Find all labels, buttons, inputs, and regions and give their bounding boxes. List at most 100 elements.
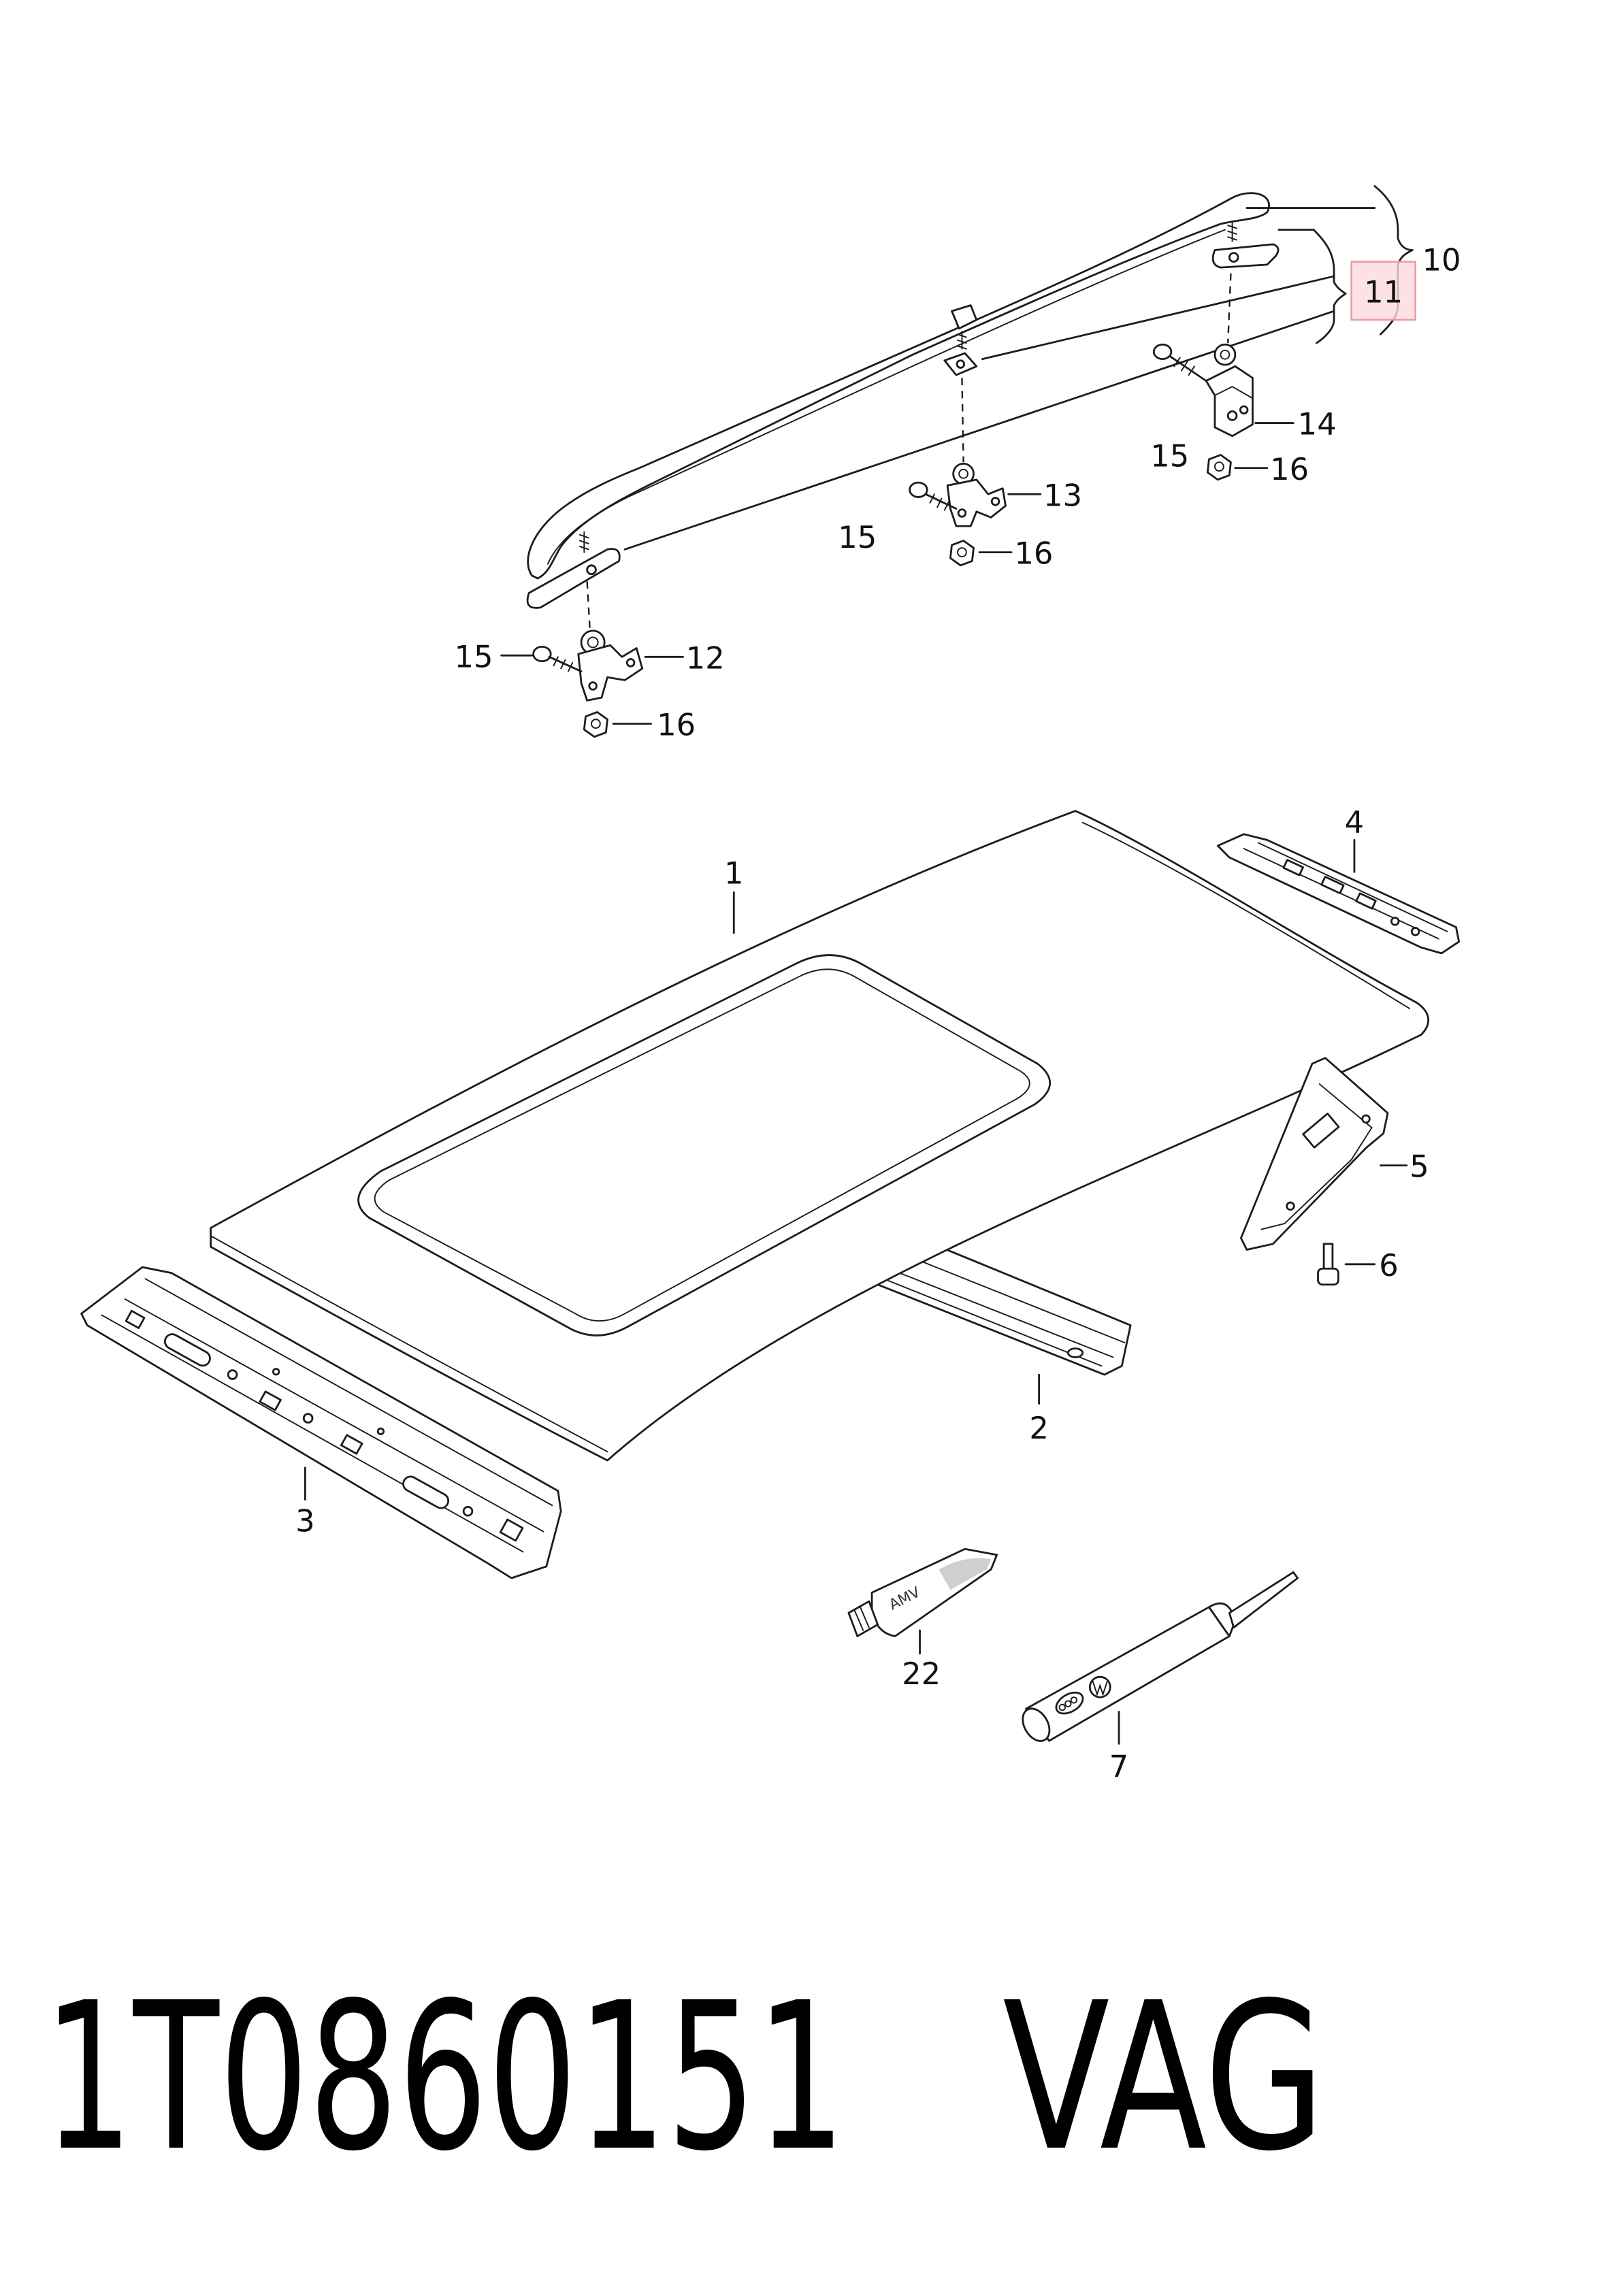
corner-bracket-hole-a	[1361, 1114, 1371, 1124]
part-6-bolt	[1317, 1243, 1376, 1286]
bracket-12	[577, 644, 644, 702]
bracket-12-assembly	[500, 629, 684, 738]
assembly-axes	[586, 273, 1232, 631]
callout-3: 3	[295, 1503, 315, 1539]
cartridge-rings-logo	[1055, 1691, 1084, 1715]
screw-15-left-shaft	[548, 655, 583, 673]
sunroof-opening-inner	[374, 968, 1030, 1322]
corner-bracket-hole-b	[1286, 1201, 1295, 1211]
bracket-12-top-nut-bore	[587, 636, 599, 649]
axis-middle	[961, 378, 964, 463]
brace-11	[1312, 229, 1347, 344]
nut-16-right	[1206, 454, 1232, 481]
nut-16-mid-bore	[957, 547, 967, 557]
screw-15-right-thread	[1173, 357, 1196, 376]
callout-14: 14	[1298, 406, 1337, 442]
part-22-adhesive-tube: AMV	[847, 1547, 998, 1655]
corner-bracket-pocket	[1302, 1113, 1340, 1149]
callout-11: 11	[1364, 274, 1403, 310]
front-member-tab-c	[340, 1434, 363, 1455]
side-rail-line-c	[883, 1278, 1103, 1367]
bracket-14	[1205, 365, 1254, 438]
roof-rail-middle-stud	[951, 304, 978, 330]
cartridge-end-cap	[1022, 1707, 1051, 1742]
screw-15-mid-thread	[929, 493, 950, 511]
front-member-tab-a	[125, 1309, 146, 1329]
bolt-shaft	[1322, 1243, 1334, 1271]
front-member-hole-d	[272, 1368, 280, 1376]
front-member-hole-b	[302, 1413, 314, 1424]
part-4-rear-cross-member	[1216, 833, 1461, 955]
callout-16-right: 16	[1270, 451, 1309, 487]
tube-cap	[847, 1600, 879, 1637]
callout-16-mid: 16	[1014, 536, 1053, 572]
front-member-rib-a	[101, 1314, 524, 1553]
bracket-14-edge	[1214, 386, 1254, 399]
cartridge-ring-a	[1058, 1703, 1066, 1711]
bracket-13-hole-b	[957, 508, 967, 518]
roof-rail	[527, 192, 1270, 580]
corner-bracket-inner	[1260, 1083, 1373, 1230]
corner-bracket-body	[1240, 1057, 1389, 1251]
rear-member-hole-b	[1410, 927, 1420, 936]
rail-studs	[579, 220, 1237, 553]
rear-member-slot-c	[1355, 892, 1377, 910]
screw-15-mid-head	[909, 481, 928, 498]
rear-member-flange	[1243, 848, 1439, 940]
part-5-corner-bracket	[1240, 1057, 1408, 1251]
pad-left-hole	[586, 564, 597, 576]
pad-right-hole	[1228, 252, 1239, 263]
screw-15-right-head	[1152, 343, 1173, 361]
roof-panel-front-edge	[211, 1236, 608, 1453]
roof-panel-outline	[210, 810, 1430, 1462]
bracket-14-assembly	[1152, 343, 1294, 481]
pad-left	[526, 548, 621, 609]
callout-15-left: 15	[455, 638, 493, 674]
pad-right	[1211, 243, 1280, 269]
axis-left	[586, 581, 591, 631]
front-member-rib-c	[124, 1298, 544, 1532]
front-member-tab-d	[499, 1518, 524, 1542]
bracket-13-top-nut-bore	[958, 468, 968, 479]
callout-15-mid: 15	[838, 519, 877, 555]
bracket-14-top-nut	[1213, 343, 1237, 366]
cartridge-ring-b	[1064, 1700, 1072, 1707]
callout-4: 4	[1345, 804, 1365, 840]
brand-name: VAG	[1003, 1960, 1325, 2196]
tube-cap-ring	[853, 1606, 870, 1631]
callout-15-right: 15	[1150, 438, 1189, 474]
side-rail-line-b	[892, 1269, 1114, 1358]
cartridge-brand-logo-mark	[1092, 1680, 1108, 1696]
callout-6: 6	[1379, 1247, 1399, 1283]
callout-22: 22	[902, 1656, 941, 1692]
front-member-slot-b	[402, 1475, 450, 1509]
callout-7: 7	[1109, 1749, 1129, 1785]
side-rail-line-a	[906, 1255, 1126, 1344]
highlight-box-11	[1350, 261, 1416, 321]
right-stud	[1227, 220, 1237, 242]
callout-12: 12	[686, 640, 725, 676]
part-3-front-cross-member	[80, 1266, 562, 1579]
nut-16-left-bore	[591, 719, 601, 729]
nut-16-mid	[949, 540, 975, 567]
cartridge-ring-c	[1070, 1696, 1078, 1704]
front-member-hole-c	[462, 1505, 474, 1517]
pad-middle-hole	[956, 359, 966, 369]
front-member-rib-b	[144, 1278, 553, 1507]
bracket-12-hole-b	[588, 681, 598, 691]
bracket-13-hole-a	[990, 497, 1000, 506]
axis-right	[1227, 273, 1232, 344]
tube-crimp-shading	[939, 1558, 992, 1590]
part-1-roof-panel	[210, 810, 1430, 1462]
leader-11-to-middle-pad	[981, 275, 1335, 361]
rear-member-slot-b	[1320, 876, 1345, 895]
front-member-tab-b	[259, 1390, 282, 1411]
screw-15-right-shaft	[1169, 355, 1207, 382]
front-member-slot-a	[163, 1333, 211, 1367]
callout-1: 1	[724, 855, 744, 891]
bracket-12-hole-a	[625, 658, 636, 668]
rear-member-slot-a	[1282, 859, 1304, 876]
sunroof-opening-outer	[357, 954, 1052, 1336]
screw-15-left-head	[532, 645, 552, 663]
